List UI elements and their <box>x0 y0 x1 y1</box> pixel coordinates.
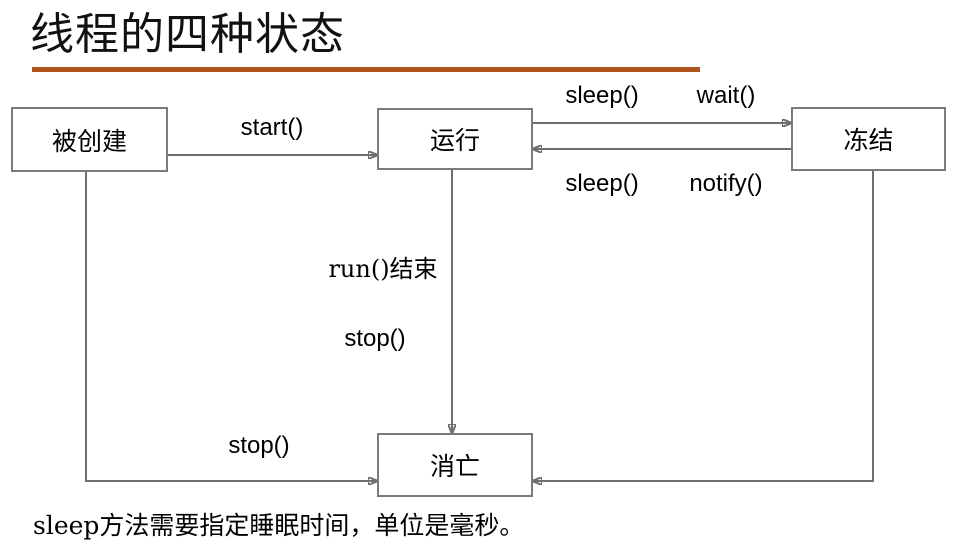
node-frozen-label: 冻结 <box>843 126 894 155</box>
title-underline-rule <box>32 67 700 72</box>
node-frozen[interactable]: 冻结 <box>791 107 946 171</box>
edge-label-sleep-top: sleep() <box>565 82 639 109</box>
edge-frozen-to-dead <box>533 171 874 481</box>
node-dead[interactable]: 消亡 <box>377 433 533 497</box>
edge-label-start: start() <box>240 114 304 141</box>
slide-caption: sleep方法需要指定睡眠时间，单位是毫秒。 <box>33 511 525 540</box>
edge-label-wait: wait() <box>696 82 756 109</box>
edge-created-to-dead <box>85 172 377 481</box>
edge-label-run-end: run()结束 <box>328 255 438 283</box>
edge-label-notify: notify() <box>689 170 763 197</box>
edge-label-sleep-bottom: sleep() <box>565 170 639 197</box>
node-created[interactable]: 被创建 <box>11 107 168 172</box>
node-dead-label: 消亡 <box>429 452 480 481</box>
node-created-label: 被创建 <box>51 126 127 156</box>
node-running[interactable]: 运行 <box>377 108 533 170</box>
edge-label-stop-middle: stop() <box>344 325 406 352</box>
edge-label-stop-left: stop() <box>228 432 290 459</box>
page-title: 线程的四种状态 <box>30 9 345 60</box>
node-running-label: 运行 <box>429 126 480 155</box>
